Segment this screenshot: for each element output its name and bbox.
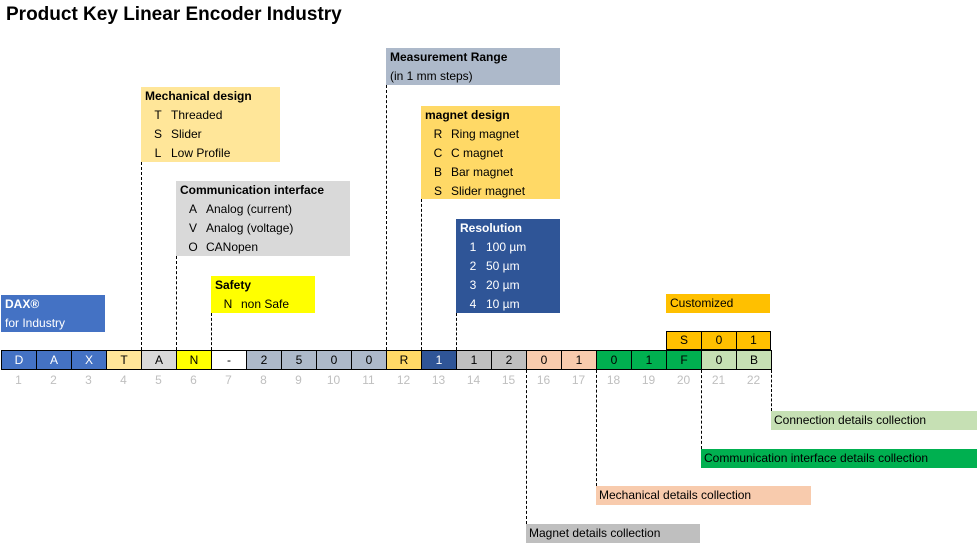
communication-details-collection: Communication interface details collecti… bbox=[701, 449, 977, 468]
connector-mechanical-design bbox=[141, 162, 142, 350]
magnet-design-header: magnet design bbox=[425, 108, 510, 122]
position-number: 15 bbox=[501, 373, 516, 387]
key-cell: 5 bbox=[281, 350, 317, 370]
measurement-range-box: Measurement Range (in 1 mm steps) bbox=[386, 48, 560, 85]
key-cell: 2 bbox=[491, 350, 527, 370]
key-cell: B bbox=[736, 350, 772, 370]
mechanical-details-collection: Mechanical details collection bbox=[596, 486, 811, 505]
connector-communication-interface bbox=[176, 256, 177, 350]
customized-cell: 1 bbox=[736, 331, 771, 350]
dax-subtitle: for Industry bbox=[5, 316, 66, 330]
key-cell: A bbox=[141, 350, 177, 370]
mechanical-design-header: Mechanical design bbox=[145, 89, 252, 103]
safety-header: Safety bbox=[215, 278, 252, 292]
position-number: 10 bbox=[326, 373, 341, 387]
position-number: 5 bbox=[155, 373, 162, 387]
position-number: 9 bbox=[295, 373, 302, 387]
connector-magnet-collection bbox=[526, 370, 527, 524]
key-cell: 1 bbox=[421, 350, 457, 370]
key-cell: 0 bbox=[351, 350, 387, 370]
key-cell: 0 bbox=[316, 350, 352, 370]
key-cell: 1 bbox=[456, 350, 492, 370]
customized-cell: 0 bbox=[701, 331, 737, 350]
key-cell: 0 bbox=[596, 350, 632, 370]
position-number: 20 bbox=[676, 373, 691, 387]
key-cell: F bbox=[666, 350, 702, 370]
key-cell: 1 bbox=[631, 350, 667, 370]
measurement-range-subtitle: (in 1 mm steps) bbox=[390, 69, 473, 83]
position-number: 6 bbox=[190, 373, 197, 387]
connector-measurement-range bbox=[386, 85, 387, 350]
position-number: 8 bbox=[260, 373, 267, 387]
position-number: 12 bbox=[396, 373, 411, 387]
dax-box: DAX® for Industry bbox=[1, 295, 105, 332]
page-title: Product Key Linear Encoder Industry bbox=[6, 4, 342, 25]
key-cell: 2 bbox=[246, 350, 282, 370]
position-number: 19 bbox=[641, 373, 656, 387]
key-cell: 1 bbox=[561, 350, 597, 370]
key-cell: R bbox=[386, 350, 422, 370]
key-cell: 0 bbox=[701, 350, 737, 370]
resolution-header: Resolution bbox=[460, 221, 522, 235]
position-number: 4 bbox=[120, 373, 127, 387]
dax-header: DAX® bbox=[5, 297, 40, 311]
position-number: 7 bbox=[225, 373, 232, 387]
key-cell: N bbox=[176, 350, 212, 370]
connector-connection-collection bbox=[771, 370, 772, 411]
position-number: 13 bbox=[431, 373, 446, 387]
key-cell: - bbox=[211, 350, 247, 370]
connector-resolution bbox=[456, 313, 457, 350]
magnet-details-collection: Magnet details collection bbox=[526, 524, 700, 543]
position-number: 18 bbox=[606, 373, 621, 387]
connection-details-collection: Connection details collection bbox=[771, 411, 977, 430]
key-cell: X bbox=[71, 350, 107, 370]
key-cell: 0 bbox=[526, 350, 562, 370]
customized-label: Customized bbox=[666, 294, 770, 313]
communication-interface-header: Communication interface bbox=[180, 183, 325, 197]
position-number: 1 bbox=[15, 373, 22, 387]
position-number: 11 bbox=[362, 373, 375, 387]
key-cell: A bbox=[36, 350, 72, 370]
position-number: 22 bbox=[746, 373, 761, 387]
position-number: 17 bbox=[571, 373, 586, 387]
position-number: 3 bbox=[85, 373, 92, 387]
connector-communication-collection bbox=[701, 370, 702, 449]
position-number: 16 bbox=[536, 373, 551, 387]
customized-cell: S bbox=[666, 331, 702, 350]
key-cell: D bbox=[1, 350, 37, 370]
key-cell: T bbox=[106, 350, 142, 370]
connector-mechanical-collection bbox=[596, 370, 597, 486]
position-number: 2 bbox=[50, 373, 57, 387]
connector-safety bbox=[211, 313, 212, 350]
connector-magnet-design bbox=[421, 199, 422, 350]
position-number: 14 bbox=[466, 373, 481, 387]
position-number: 21 bbox=[711, 373, 726, 387]
measurement-range-header: Measurement Range bbox=[390, 50, 508, 64]
